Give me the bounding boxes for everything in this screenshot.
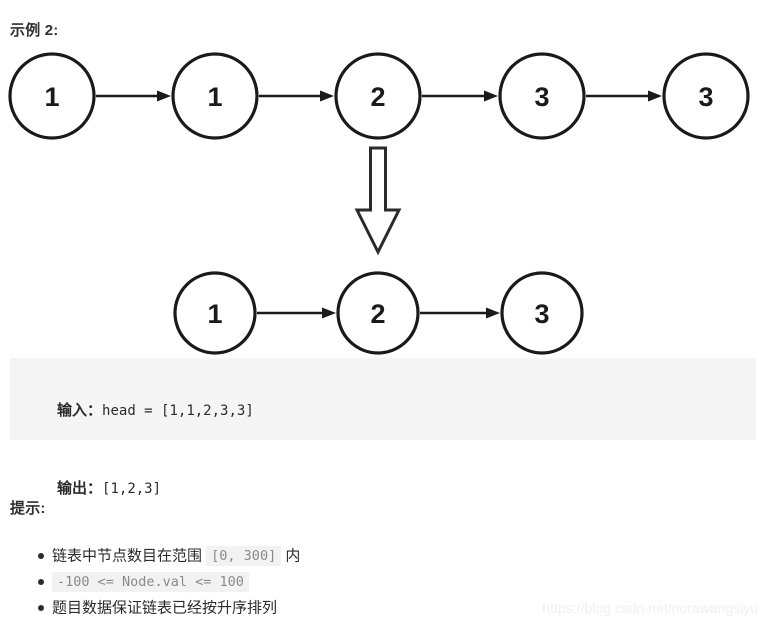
list-node	[8, 52, 96, 140]
list-node	[334, 52, 422, 140]
hints-title: 提示:	[10, 500, 46, 517]
page-title: 示例 2:	[10, 22, 59, 39]
hints-list: 链表中节点数目在范围 [0, 300] 内 -100 <= Node.val <…	[10, 543, 610, 621]
output-list-edges	[257, 307, 500, 319]
arrow-head-icon	[322, 307, 336, 319]
arrow-head-icon	[157, 90, 171, 102]
input-label: 输入：	[57, 402, 103, 419]
hint-inline-code: [0, 300]	[206, 546, 282, 566]
input-list-nodes: 1 1 2 3 3	[8, 52, 750, 140]
hint-text-after: 内	[281, 547, 301, 565]
code-line-output: 输出：[1,2,3]	[32, 450, 756, 528]
output-list-nodes: 1 2 3	[173, 271, 584, 355]
list-node-value: 3	[534, 82, 549, 112]
list-node-value: 1	[207, 299, 222, 329]
list-node-value: 1	[207, 82, 222, 112]
arrow-head-icon	[484, 90, 498, 102]
input-value: head = [1,1,2,3,3]	[102, 403, 254, 419]
arrow-head-icon	[648, 90, 662, 102]
list-node	[173, 271, 257, 355]
arrow-head-icon	[486, 307, 500, 319]
list-item: -100 <= Node.val <= 100	[10, 569, 610, 595]
code-line-input: 输入：head = [1,1,2,3,3]	[32, 372, 756, 450]
diagram-canvas: 1 1 2 3 3 1 2 3	[8, 52, 750, 355]
bullet-icon	[38, 605, 44, 611]
hint-text-before: 链表中节点数目在范围	[52, 547, 207, 565]
hint-inline-code: -100 <= Node.val <= 100	[52, 572, 249, 592]
down-arrow-icon	[354, 146, 402, 256]
list-node-value: 2	[370, 299, 385, 329]
transform-arrow-icon	[354, 146, 402, 256]
input-list-edges	[96, 90, 662, 102]
list-item: 链表中节点数目在范围 [0, 300] 内	[10, 543, 610, 569]
list-node	[336, 271, 420, 355]
output-value: [1,2,3]	[102, 481, 162, 497]
list-node	[498, 52, 586, 140]
list-node-value: 2	[370, 82, 385, 112]
list-node-value: 1	[44, 82, 59, 112]
list-node	[171, 52, 259, 140]
list-node-value: 3	[534, 299, 549, 329]
arrow-head-icon	[320, 90, 334, 102]
example-io-block: 输入：head = [1,1,2,3,3] 输出：[1,2,3]	[10, 358, 756, 497]
bullet-icon	[38, 579, 44, 585]
list-node	[500, 271, 584, 355]
output-label: 输出：	[57, 480, 103, 497]
list-item: 题目数据保证链表已经按升序排列	[10, 595, 610, 621]
list-node	[662, 52, 750, 140]
list-node-value: 3	[698, 82, 713, 112]
hint-text-before: 题目数据保证链表已经按升序排列	[52, 599, 278, 617]
linked-list-diagram: 1 1 2 3 3 1 2 3	[0, 45, 766, 355]
bullet-icon	[38, 553, 44, 559]
watermark-text: https://blog.csdn.net/norawangsiyu	[542, 600, 758, 616]
